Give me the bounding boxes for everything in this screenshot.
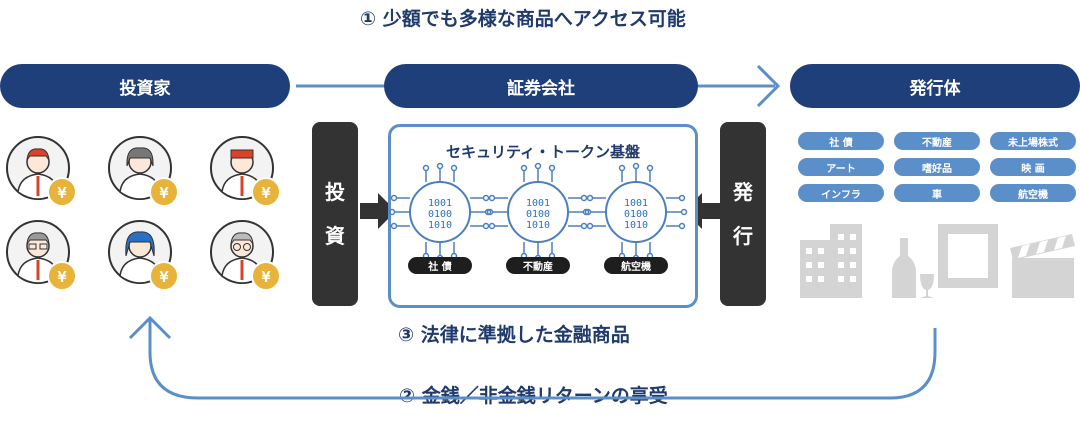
asset-tag: インフラ <box>798 184 884 202</box>
yen-coin-icon <box>149 261 179 291</box>
chip-text: 1001 <box>624 198 648 209</box>
platform-title: セキュリティ・トークン基盤 <box>445 143 641 161</box>
token-tag-realestate: 不動産 <box>506 257 570 274</box>
asset-tag: 映 画 <box>990 158 1076 176</box>
caption-returns: ② 金銭／非金銭リターンの享受 <box>393 381 674 408</box>
chip-text: 1010 <box>526 220 550 231</box>
issue-char-1: 発 <box>733 180 753 204</box>
chip-text: 0100 <box>624 209 648 220</box>
yen-coin-icon <box>47 177 77 207</box>
chip-text: 1001 <box>428 198 452 209</box>
caption-legal: ③ 法律に準拠した金融商品 <box>398 324 630 346</box>
yen-symbol: ¥ <box>261 184 270 202</box>
invest-box: 投 資 <box>312 122 358 306</box>
asset-tag: 社 債 <box>798 132 884 150</box>
token-chip-icon: 1001 0100 1010 <box>584 162 688 262</box>
issue-box: 発 行 <box>720 122 766 306</box>
token-chip-icon: 1001 0100 1010 <box>486 162 590 262</box>
investor-pill: 投資家 <box>0 64 290 108</box>
token-tag-aircraft: 航空機 <box>604 257 668 274</box>
token-tag-bond: 社 債 <box>408 257 472 274</box>
issuer-pill: 発行体 <box>790 64 1080 108</box>
issue-char-2: 行 <box>733 224 753 248</box>
issuer-label: 発行体 <box>909 78 961 99</box>
issuer-icons <box>800 224 1075 298</box>
wine-bottle-icon <box>892 238 934 298</box>
chip-text: 1010 <box>428 220 452 231</box>
yen-coin-icon <box>251 261 281 291</box>
securities-label: 証券会社 <box>507 78 575 99</box>
asset-tag: 航空機 <box>990 184 1076 202</box>
token-chip-icon: 1001 0100 1010 <box>388 162 492 262</box>
yen-symbol: ¥ <box>57 268 66 286</box>
asset-tag: 未上場株式 <box>990 132 1076 150</box>
investor-grid: ¥ ¥ ¥ ¥ ¥ ¥ <box>6 136 281 291</box>
yen-symbol: ¥ <box>159 184 168 202</box>
yen-symbol: ¥ <box>57 184 66 202</box>
chip-text: 0100 <box>428 209 452 220</box>
securities-pill: 証券会社 <box>384 64 698 108</box>
yen-coin-icon <box>47 261 77 291</box>
picture-frame-icon <box>938 224 998 288</box>
yen-symbol: ¥ <box>159 268 168 286</box>
building-icon <box>800 224 862 298</box>
asset-tag: 不動産 <box>894 132 980 150</box>
token-chips: 1001 0100 1010 1001 0100 1010 <box>388 162 688 262</box>
yen-symbol: ¥ <box>261 268 270 286</box>
yen-coin-icon <box>149 177 179 207</box>
chip-text: 1010 <box>624 220 648 231</box>
chip-text: 1001 <box>526 198 550 209</box>
asset-tag: アート <box>798 158 884 176</box>
asset-tag: 車 <box>894 184 980 202</box>
clapperboard-icon <box>1010 234 1075 298</box>
investor-label: 投資家 <box>119 78 171 99</box>
invest-char-2: 資 <box>325 224 345 248</box>
caption-access: ① 少額でも多様な商品へアクセス可能 <box>360 8 686 30</box>
chip-text: 0100 <box>526 209 550 220</box>
yen-coin-icon <box>251 177 281 207</box>
invest-char-1: 投 <box>325 180 345 204</box>
asset-tag: 嗜好品 <box>894 158 980 176</box>
